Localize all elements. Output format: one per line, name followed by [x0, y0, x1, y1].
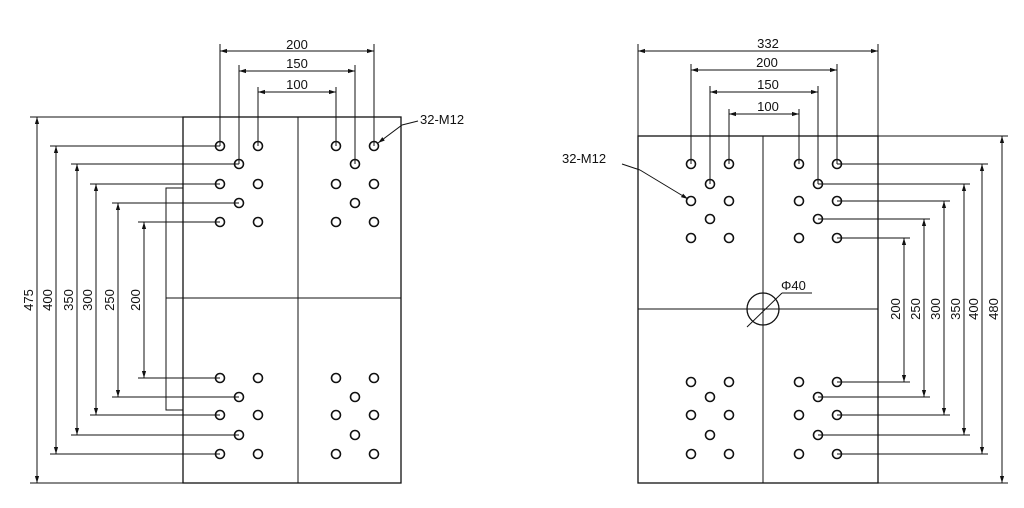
right-dim-100: 100 — [757, 99, 779, 114]
mounting-hole — [793, 409, 805, 421]
mounting-hole — [723, 232, 735, 244]
mounting-hole — [685, 195, 697, 207]
center-hole-leader — [746, 292, 783, 328]
right-dim-332: 332 — [757, 36, 779, 51]
mounting-hole — [349, 429, 361, 441]
mounting-hole — [252, 178, 264, 190]
left-dim-350: 350 — [61, 289, 76, 311]
mounting-hole — [723, 409, 735, 421]
mounting-hole — [330, 448, 342, 460]
mounting-hole — [685, 409, 697, 421]
mounting-hole — [330, 216, 342, 228]
mounting-hole — [349, 197, 361, 209]
right-dim-480: 480 — [986, 298, 1001, 320]
left-plate-outline — [182, 116, 402, 484]
right-dim-300: 300 — [928, 298, 943, 320]
left-platen — [165, 116, 402, 484]
mounting-hole — [368, 409, 380, 421]
right-hole-callout: 32-M12 — [562, 151, 689, 200]
left-callout-label: 32-M12 — [420, 112, 464, 127]
mounting-hole — [793, 376, 805, 388]
left-dim-300: 300 — [80, 289, 95, 311]
mounting-hole — [252, 448, 264, 460]
mounting-hole — [723, 376, 735, 388]
right-dim-400: 400 — [966, 298, 981, 320]
mounting-hole — [723, 448, 735, 460]
left-dim-200-side: 200 — [128, 289, 143, 311]
left-dim-475: 475 — [21, 289, 36, 311]
left-dim-250: 250 — [102, 289, 117, 311]
mounting-hole — [793, 195, 805, 207]
mounting-hole — [685, 376, 697, 388]
mounting-hole — [704, 213, 716, 225]
mounting-hole — [368, 178, 380, 190]
mounting-hole — [252, 372, 264, 384]
right-top-dimensions: 332 200 150 100 — [637, 36, 879, 184]
mounting-hole — [793, 448, 805, 460]
mounting-hole — [723, 195, 735, 207]
left-hole-callout: 32-M12 — [377, 112, 464, 144]
right-side-dimensions: 480 400 350 300 250 200 — [818, 135, 1008, 484]
left-top-dimensions: 200 150 100 — [219, 37, 375, 164]
mounting-hole — [368, 216, 380, 228]
right-dim-250: 250 — [908, 298, 923, 320]
left-dim-200: 200 — [286, 37, 308, 52]
mounting-hole — [368, 448, 380, 460]
center-hole — [746, 292, 780, 326]
mounting-hole — [330, 409, 342, 421]
right-callout-label: 32-M12 — [562, 151, 606, 166]
right-platen: Φ40 — [637, 135, 879, 484]
right-dim-150: 150 — [757, 77, 779, 92]
left-dim-100: 100 — [286, 77, 308, 92]
mounting-hole — [368, 372, 380, 384]
mounting-hole — [349, 391, 361, 403]
left-hole-pattern — [214, 140, 380, 460]
left-plate-step — [165, 187, 183, 411]
mounting-hole — [330, 178, 342, 190]
right-dim-200-side: 200 — [888, 298, 903, 320]
mounting-hole — [252, 216, 264, 228]
right-dim-200: 200 — [756, 55, 778, 70]
left-side-dimensions: 475 400 350 300 250 200 — [21, 116, 239, 484]
mounting-hole — [685, 232, 697, 244]
right-dim-350: 350 — [948, 298, 963, 320]
center-hole-label: Φ40 — [781, 278, 806, 293]
mounting-hole — [704, 429, 716, 441]
mounting-hole — [685, 448, 697, 460]
left-dim-400: 400 — [40, 289, 55, 311]
left-dim-150: 150 — [286, 56, 308, 71]
mounting-hole — [704, 391, 716, 403]
mounting-hole — [252, 409, 264, 421]
mounting-hole — [330, 372, 342, 384]
mounting-hole — [793, 232, 805, 244]
